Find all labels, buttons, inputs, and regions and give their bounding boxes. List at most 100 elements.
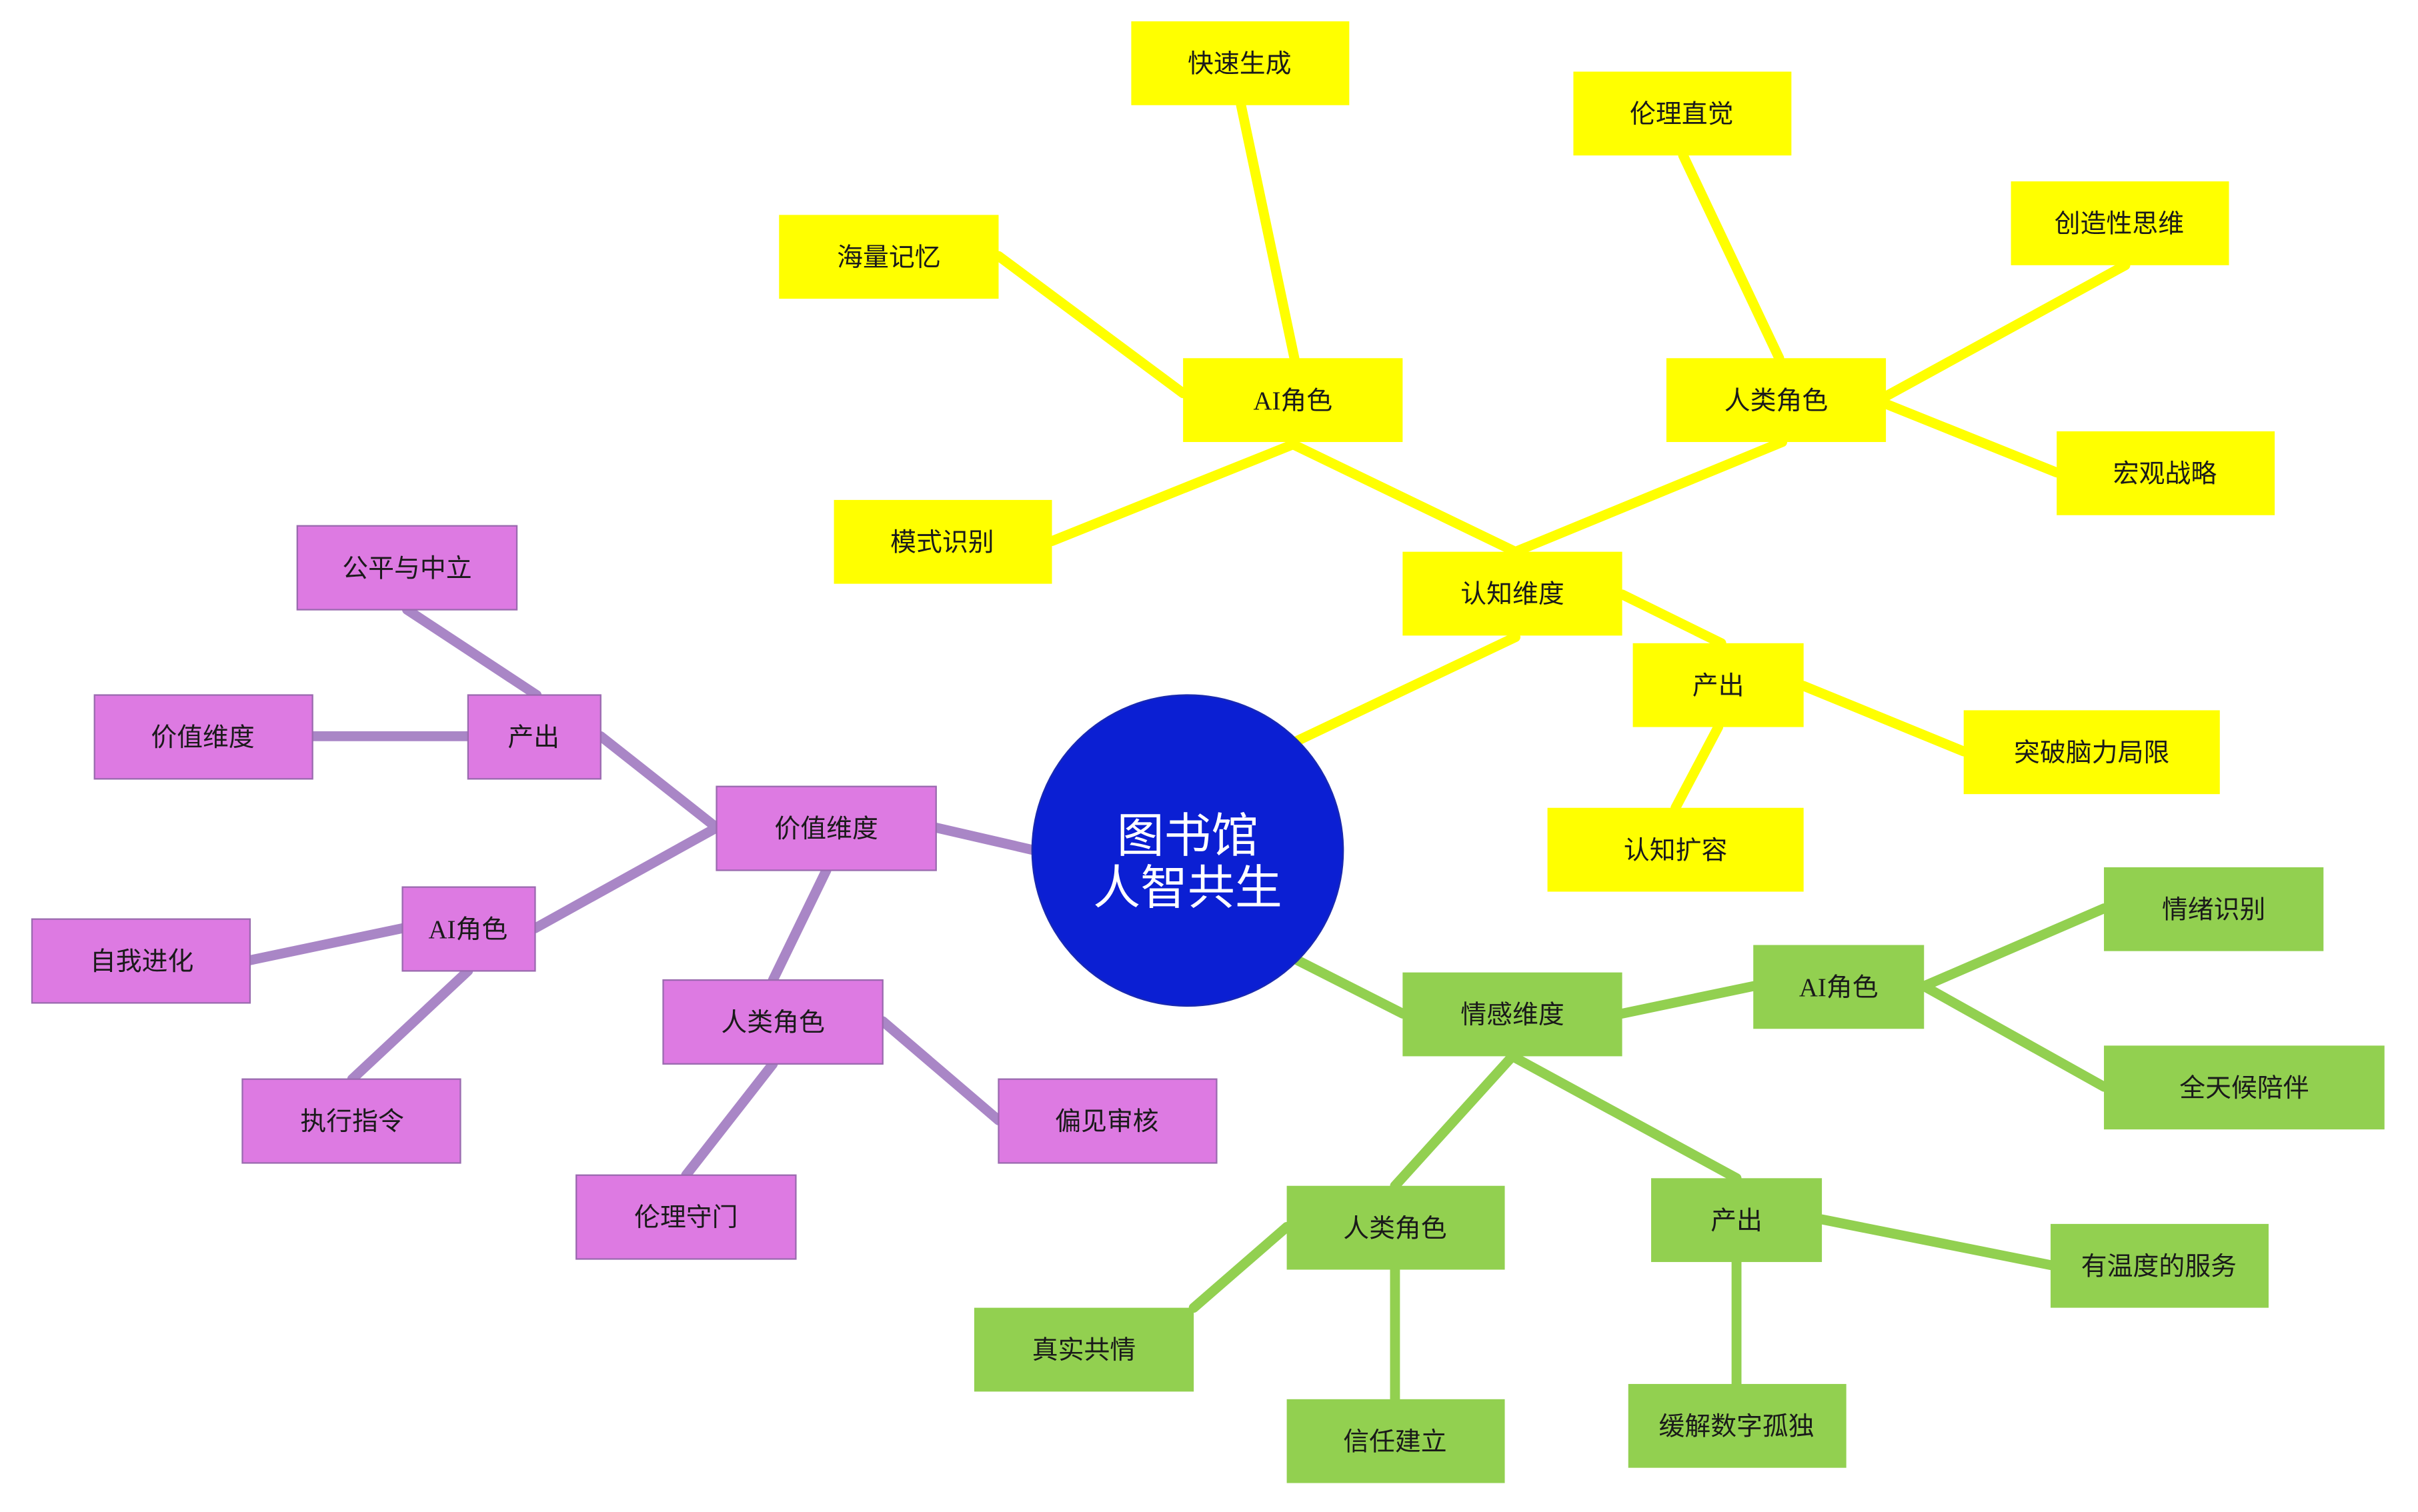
node-value-ai-item-0: 自我进化 — [31, 918, 251, 1004]
edge-val-ai-to-item-0 — [245, 923, 407, 965]
edge-cog-human-to-item-1 — [1881, 260, 2131, 401]
node-emotional-ai-item-0: 情绪识别 — [2104, 867, 2324, 951]
node-label: AI角色 — [428, 915, 507, 944]
node-box — [2057, 431, 2275, 515]
edges-value — [245, 605, 1040, 1181]
node-box — [31, 918, 251, 1004]
node-box — [2051, 1223, 2269, 1308]
node-label: 价值维度 — [151, 723, 254, 752]
edge-emo-output-to-item-0 — [1817, 1214, 2056, 1271]
node-box — [1547, 807, 1804, 892]
node-cognitive-ai-role: AI角色 — [1183, 358, 1403, 443]
node-label: 创造性思维 — [2055, 210, 2184, 239]
edge-val-output-to-item-0 — [401, 605, 542, 700]
node-label: 伦理守门 — [634, 1203, 738, 1232]
node-cognitive-human-item-0: 伦理直觉 — [1573, 71, 1792, 156]
node-value-output: 产出 — [467, 694, 601, 780]
edge-emotional-to-human-role — [1390, 1051, 1518, 1191]
node-cognitive-ai-item-2: 模式识别 — [834, 499, 1052, 584]
edge-val-ai-to-item-1 — [347, 965, 473, 1085]
node-cognitive-human-item-1: 创造性思维 — [2011, 181, 2229, 265]
node-box — [1628, 1383, 1847, 1468]
edge-value-to-human-role — [768, 865, 832, 985]
node-label: AI角色 — [1253, 387, 1332, 415]
node-box — [779, 215, 999, 299]
node-value-ai-role: AI角色 — [401, 886, 536, 972]
edge-emo-ai-to-item-1 — [1919, 981, 2109, 1092]
node-cognitive-human-role: 人类角色 — [1666, 358, 1887, 443]
node-box — [1131, 21, 1350, 105]
node-value-human-role: 人类角色 — [662, 979, 884, 1065]
node-box — [1963, 710, 2220, 795]
edge-emotional-to-ai-role — [1617, 981, 1758, 1019]
node-emotional: 情感维度 — [1402, 972, 1622, 1057]
node-box — [1632, 643, 1804, 727]
node-cognitive: 认知维度 — [1402, 551, 1622, 636]
node-box — [2011, 181, 2229, 265]
node-label: 全天候陪伴 — [2179, 1074, 2309, 1103]
edge-cog-output-to-item-0 — [1798, 681, 1969, 757]
edge-cognitive-to-human-role — [1510, 437, 1788, 557]
node-label: 公平与中立 — [342, 554, 471, 583]
node-box — [1286, 1185, 1505, 1270]
node-box — [2104, 867, 2324, 951]
node-label: 真实共情 — [1032, 1336, 1136, 1365]
edge-emo-ai-to-item-0 — [1919, 903, 2109, 991]
node-label: 有温度的服务 — [2081, 1252, 2237, 1281]
edge-cog-ai-to-item-2 — [1047, 440, 1296, 547]
node-label: 执行指令 — [300, 1107, 403, 1136]
edge-emotional-to-output — [1507, 1051, 1742, 1183]
node-emotional-human-item-1: 信任建立 — [1286, 1399, 1505, 1483]
node-box — [974, 1307, 1194, 1392]
node-value-human-item-1: 伦理守门 — [575, 1174, 797, 1260]
branch-emotional: 情感维度 AI角色 情绪识别 全天候陪伴 人类角色 真实共情 信任建立 产出 — [974, 867, 2385, 1483]
center-title-line2: 人智共生 — [1093, 863, 1282, 915]
node-label: 快速生成 — [1188, 50, 1291, 79]
node-box — [1183, 358, 1403, 443]
node-box — [1286, 1399, 1505, 1483]
edge-center-to-emotional — [1292, 955, 1408, 1019]
node-box — [834, 499, 1052, 584]
node-label: 认知维度 — [1460, 580, 1564, 609]
node-box — [575, 1174, 797, 1260]
node-value-ai-item-1: 执行指令 — [241, 1078, 461, 1164]
node-label: 人类角色 — [721, 1009, 824, 1037]
branch-cognitive: 认知维度 AI角色 快速生成 海量记忆 模式识别 人类角色 伦理直觉 创造性思 — [779, 21, 2275, 892]
node-emotional-output: 产出 — [1651, 1178, 1823, 1263]
node-emotional-human-role: 人类角色 — [1286, 1185, 1505, 1270]
edge-cognitive-to-output — [1617, 589, 1726, 649]
node-emotional-human-item-0: 真实共情 — [974, 1307, 1194, 1392]
node-label: 缓解数字孤独 — [1658, 1412, 1814, 1441]
node-cognitive-ai-item-1: 海量记忆 — [779, 215, 999, 299]
node-box — [401, 886, 536, 972]
node-emotional-output-item-0: 有温度的服务 — [2051, 1223, 2269, 1308]
node-box — [998, 1078, 1218, 1164]
edge-cog-human-to-item-2 — [1881, 399, 2062, 478]
node-box — [2104, 1045, 2385, 1130]
edge-emo-human-to-item-0 — [1188, 1222, 1292, 1313]
node-label: 偏见审核 — [1055, 1107, 1158, 1136]
node-cognitive-output: 产出 — [1632, 643, 1804, 727]
node-box — [1753, 945, 1925, 1029]
node-value-human-item-0: 偏见审核 — [998, 1078, 1218, 1164]
node-box — [467, 694, 601, 780]
edge-value-to-output — [595, 731, 722, 833]
edge-cog-ai-to-item-0 — [1236, 100, 1300, 363]
node-label: 情感维度 — [1460, 1001, 1564, 1029]
edge-val-human-to-item-0 — [878, 1016, 1004, 1125]
node-box — [296, 525, 518, 611]
node-label: 产出 — [1692, 671, 1744, 700]
edge-cognitive-to-ai-role — [1289, 440, 1520, 557]
node-label: 自我进化 — [90, 947, 193, 976]
node-box — [1402, 551, 1622, 636]
node-label: AI角色 — [1799, 973, 1879, 1002]
edge-cog-output-to-item-1 — [1670, 722, 1724, 813]
node-label: 认知扩容 — [1624, 836, 1727, 865]
node-label: 突破脑力局限 — [2014, 739, 2169, 767]
node-box — [662, 979, 884, 1065]
center-title-line1: 图书馆 — [1117, 811, 1259, 863]
node-box — [241, 1078, 461, 1164]
node-box — [93, 694, 313, 780]
node-cognitive-output-item-0: 突破脑力局限 — [1963, 710, 2220, 795]
